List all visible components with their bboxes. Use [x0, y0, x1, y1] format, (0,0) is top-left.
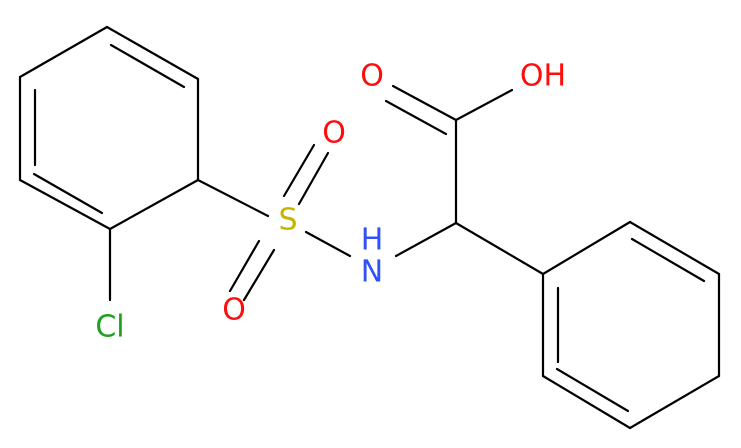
sulfonyl-oxygen-upper-label: O: [322, 116, 346, 151]
ring-s-bond: [196, 178, 270, 218]
phenyl-ring: [541, 220, 721, 430]
carbonyl-oxygen-label: O: [360, 59, 384, 94]
c-o-double-bond: [384, 84, 458, 136]
chlorophenyl-ring: [18, 25, 200, 231]
nitrogen-hydrogen-label: H: [361, 223, 384, 258]
sulfonyl-oxygen-lower-label: O: [222, 293, 246, 328]
s-n-bond: [304, 230, 352, 258]
c-oh-bond: [454, 88, 514, 122]
calpha-phenyl-bond: [454, 221, 545, 276]
hydroxyl-label: OH: [520, 59, 566, 94]
s-o-upper-double-bond: [282, 143, 330, 206]
chlorine-label: Cl: [95, 310, 124, 345]
s-o-lower-double-bond: [228, 239, 276, 302]
nitrogen-label: N: [361, 255, 383, 290]
n-calpha-bond: [394, 221, 458, 258]
sulfur-label: S: [278, 203, 297, 238]
